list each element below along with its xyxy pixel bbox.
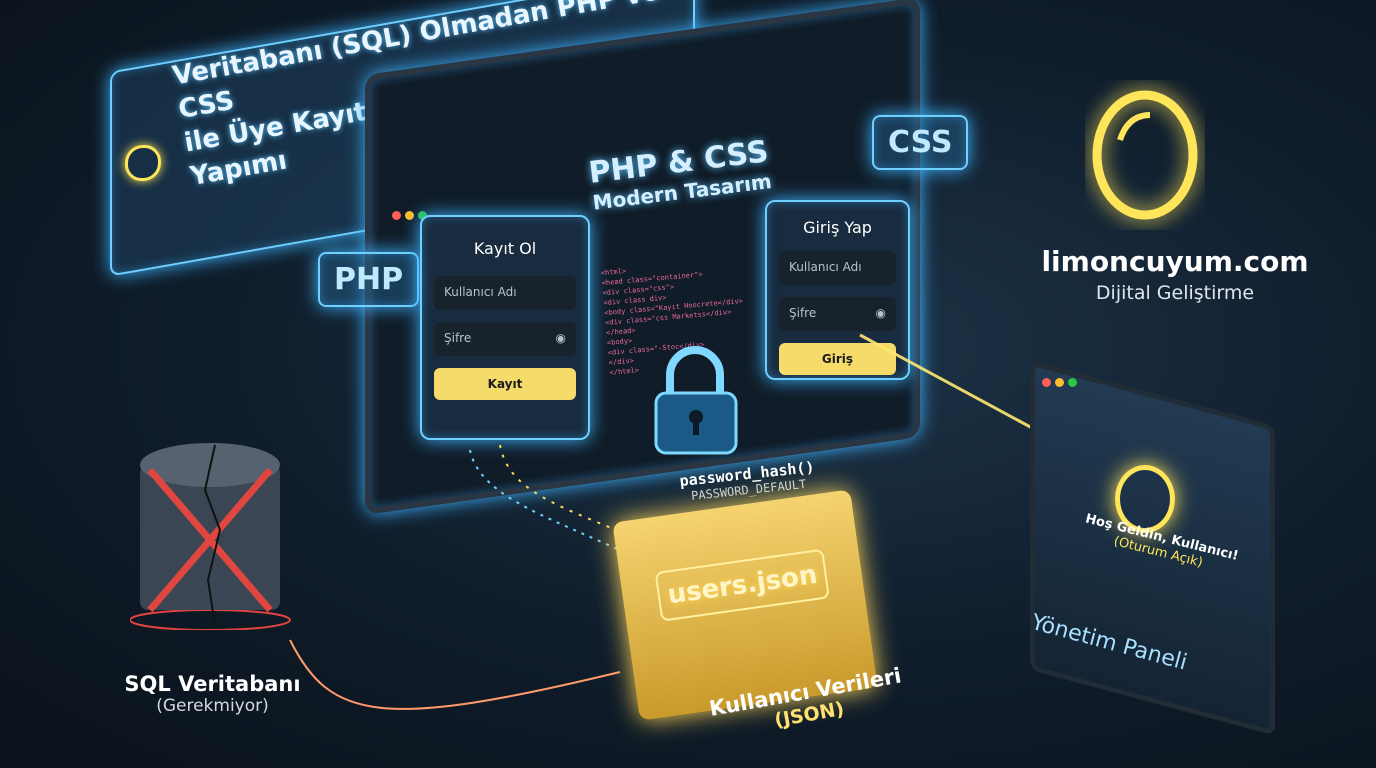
window-controls <box>392 205 431 224</box>
lemon-icon <box>125 145 161 181</box>
eye-icon[interactable]: ◉ <box>555 331 566 345</box>
window-controls <box>1042 372 1081 391</box>
lemon-icon <box>1115 465 1175 533</box>
css-tag: CSS <box>872 115 969 170</box>
eye-icon[interactable]: ◉ <box>875 306 886 320</box>
login-password-input[interactable]: Şifre◉ <box>779 297 896 331</box>
database-crossed-icon <box>130 443 291 630</box>
register-username-input[interactable]: Kullanıcı Adı <box>434 276 576 310</box>
php-tag: PHP <box>318 252 420 307</box>
lock-icon <box>654 346 738 455</box>
register-form: Kayıt Ol Kullanıcı Adı Şifre◉ Kayıt <box>420 215 590 440</box>
lemon-logo-icon <box>1092 90 1198 220</box>
sql-label: SQL Veritabanı (Gerekmiyor) <box>124 672 301 716</box>
brand: limoncuyum.com Dijital Geliştirme <box>1041 245 1309 304</box>
folder-filename: users.json <box>654 548 830 622</box>
register-button[interactable]: Kayıt <box>434 368 576 400</box>
login-title: Giriş Yap <box>803 218 872 237</box>
register-title: Kayıt Ol <box>473 239 537 258</box>
register-password-input[interactable]: Şifre◉ <box>434 322 576 356</box>
login-username-input[interactable]: Kullanıcı Adı <box>779 251 896 285</box>
login-button[interactable]: Giriş <box>779 343 896 375</box>
